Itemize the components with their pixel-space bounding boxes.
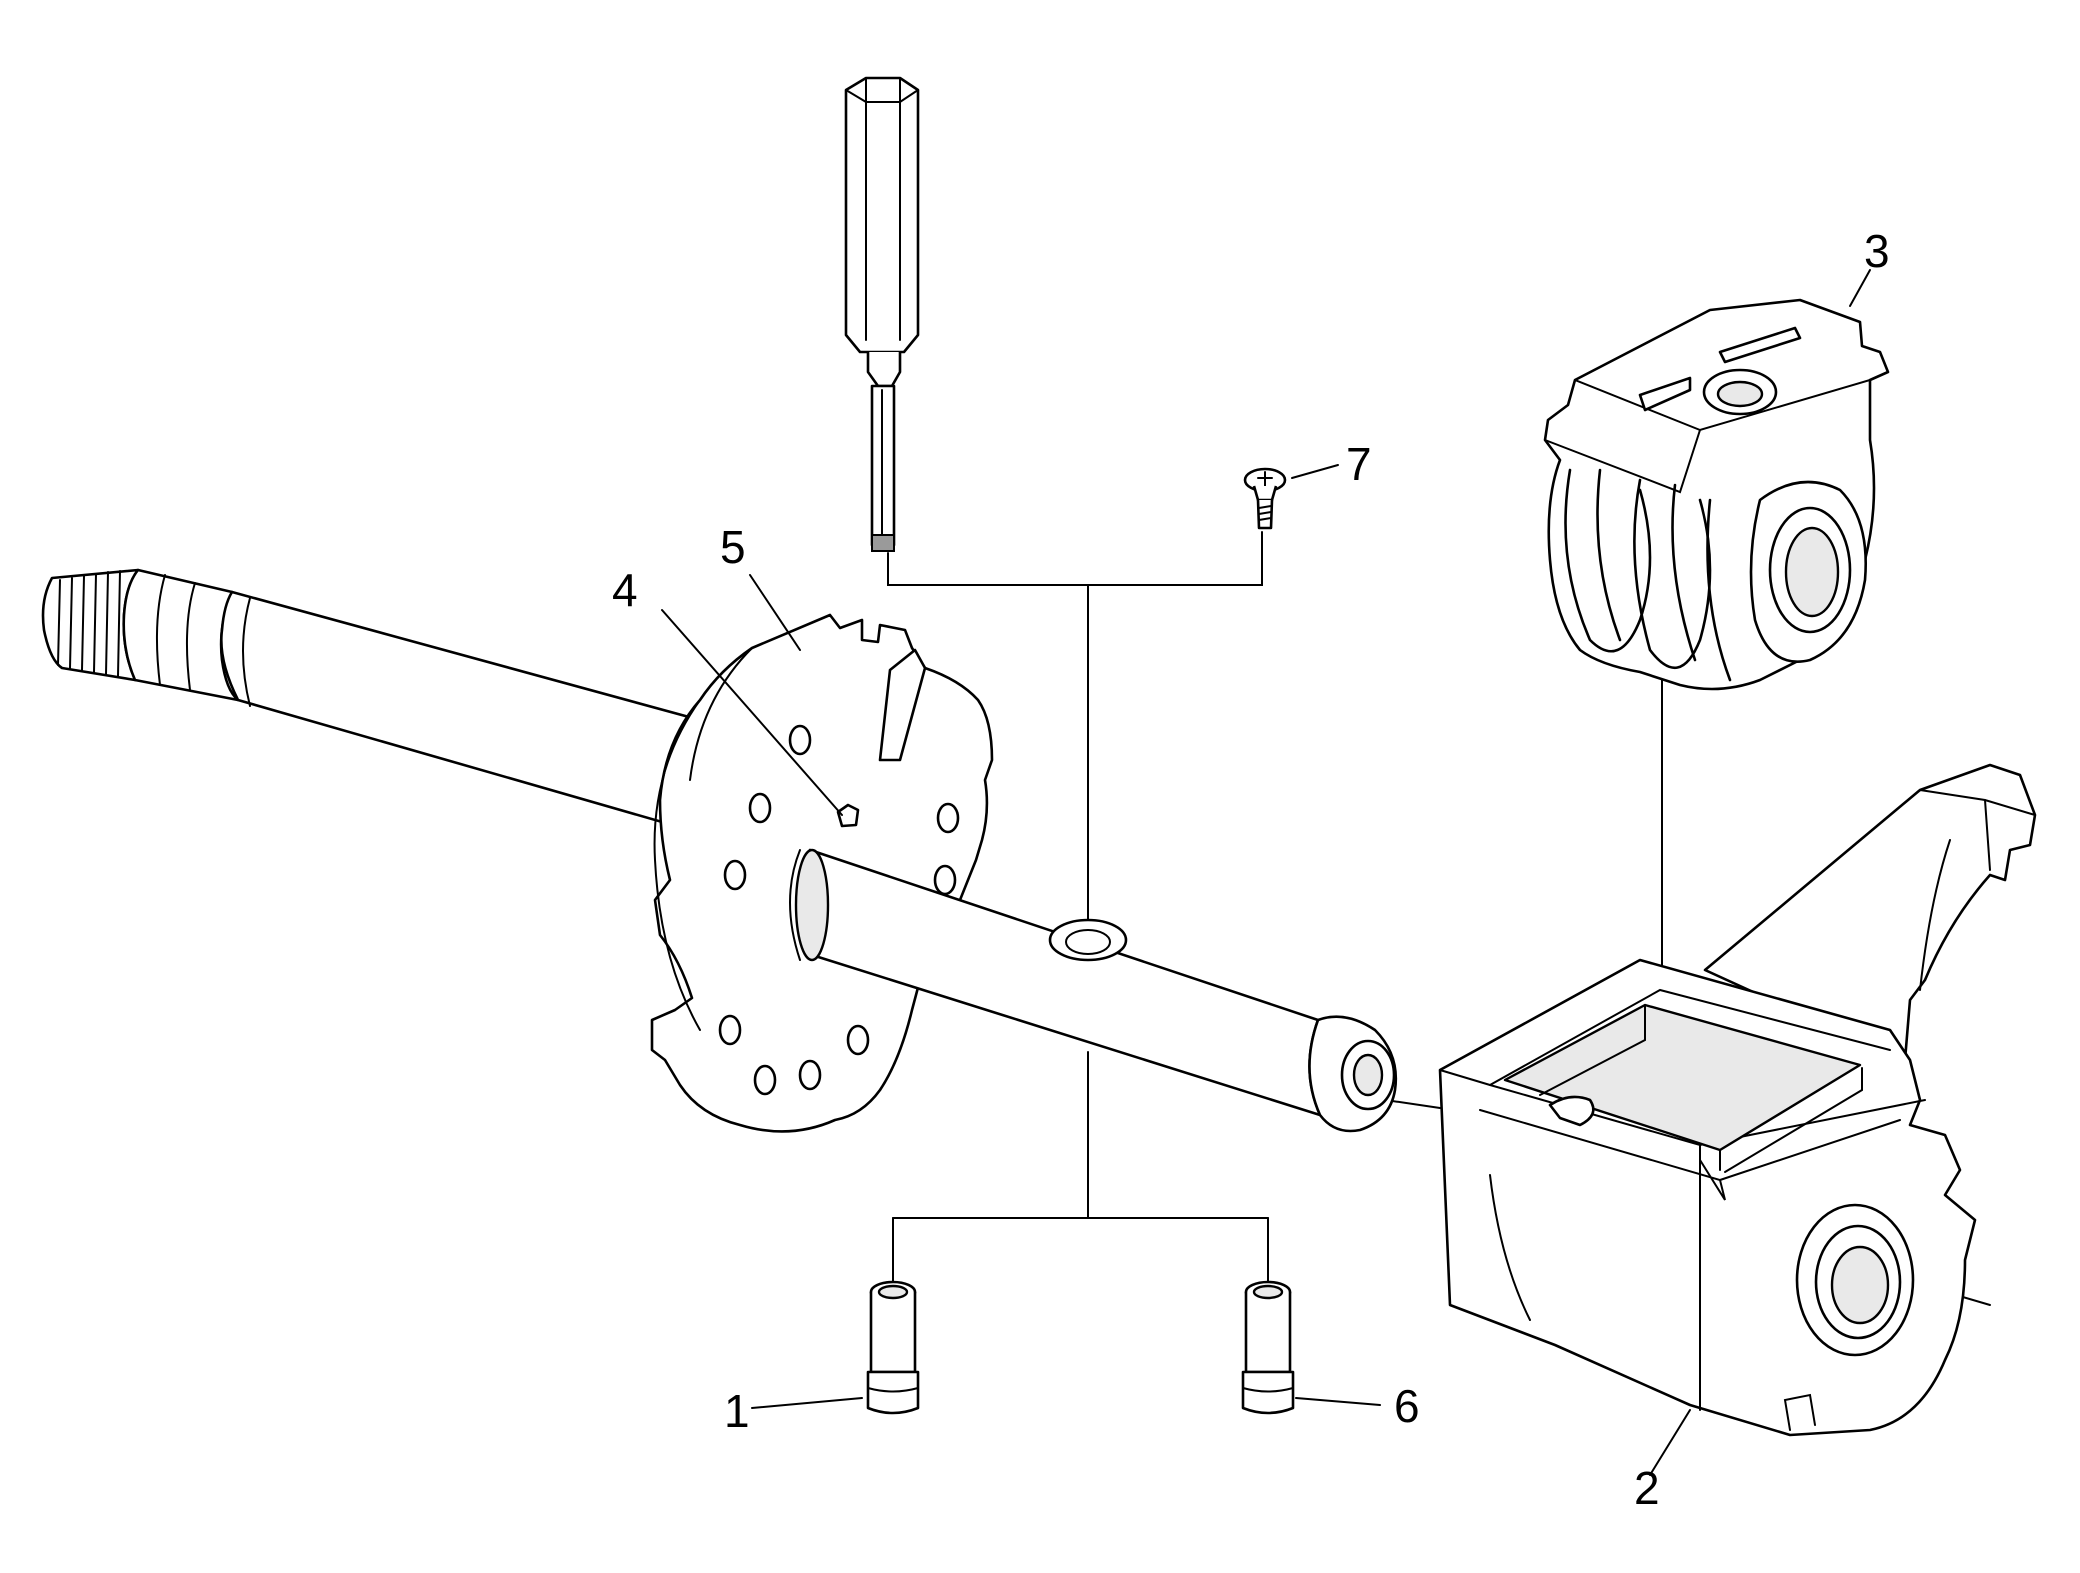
callout-2: 2 [1634, 1462, 1660, 1514]
callout-1: 1 [724, 1385, 750, 1437]
bolt-6 [1241, 1280, 1295, 1415]
hex-driver-tool [844, 76, 920, 552]
housing-2 [1438, 763, 2037, 1437]
callout-5: 5 [720, 521, 746, 573]
callout-7: 7 [1346, 438, 1372, 490]
retainer-clip-3 [1543, 298, 1890, 691]
callout-labels: 1 2 3 4 5 6 7 [612, 225, 1890, 1514]
bolt-1 [866, 1280, 920, 1415]
callout-6: 6 [1394, 1380, 1420, 1432]
torx-screw-7 [1243, 467, 1287, 530]
leader-lines [661, 269, 1871, 1476]
steering-shaft [41, 568, 1398, 1133]
callout-3: 3 [1864, 225, 1890, 277]
callout-4: 4 [612, 564, 638, 616]
